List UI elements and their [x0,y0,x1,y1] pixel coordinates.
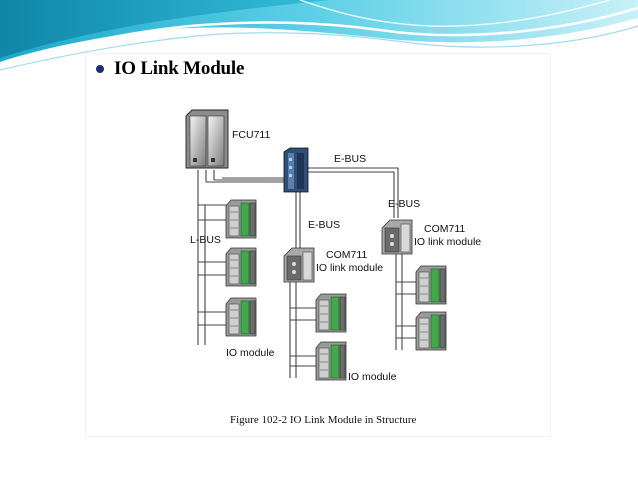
heading-text: IO Link Module [114,58,245,79]
fcu-controller-icon [185,109,229,169]
io-module-icon [315,293,347,333]
io-link-module-icon [381,219,413,255]
io-module-left-label: IO module [226,347,275,359]
fcu-label: FCU711 [232,129,270,141]
com-right-name: COM711 [424,223,465,235]
com-left-name: COM711 [326,249,367,261]
io-link-module-icon [283,247,315,283]
lbus-label: L-BUS [190,234,221,246]
ebus-top-label: E-BUS [334,153,366,165]
io-module-icon [315,341,347,381]
ebus-mid-label: E-BUS [308,219,340,231]
bullet-icon [96,65,104,73]
bus-wiring [197,167,418,378]
io-module-center-label: IO module [348,371,397,383]
io-module-icon [415,265,447,305]
io-module-icon [225,247,257,287]
figure-caption: Figure 102-2 IO Link Module in Structure [230,414,416,426]
com-left-desc: IO link module [316,262,383,274]
com-right-desc: IO link module [414,236,481,248]
io-module-icon [415,311,447,351]
ebus-right-label: E-BUS [388,198,420,210]
io-module-icon [225,199,257,239]
ethernet-switch-icon [283,147,309,193]
io-module-icon [225,297,257,337]
slide-heading: IO Link Module [96,58,244,80]
